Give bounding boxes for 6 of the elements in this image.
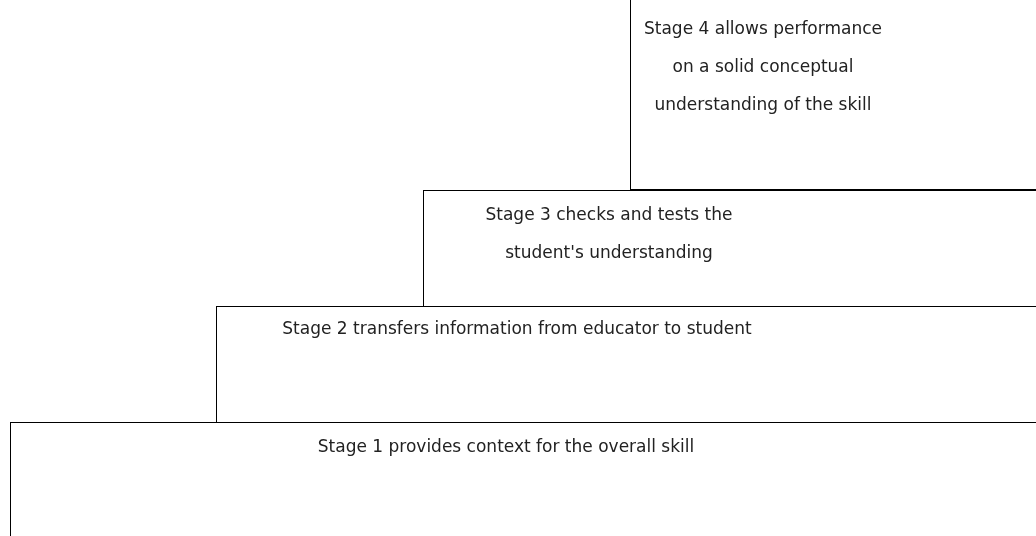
stair-step-box bbox=[630, 0, 1036, 190]
step-text: Stage 3 checks and tests the student's understanding bbox=[484, 203, 734, 264]
step-text: Stage 1 provides context for the overall skill bbox=[316, 435, 696, 458]
step-text: Stage 4 allows performance on a solid conceptual understanding of the skill bbox=[642, 17, 884, 116]
step-text: Stage 2 transfers information from educator to student bbox=[281, 317, 753, 340]
stair-step-box bbox=[423, 190, 1036, 307]
